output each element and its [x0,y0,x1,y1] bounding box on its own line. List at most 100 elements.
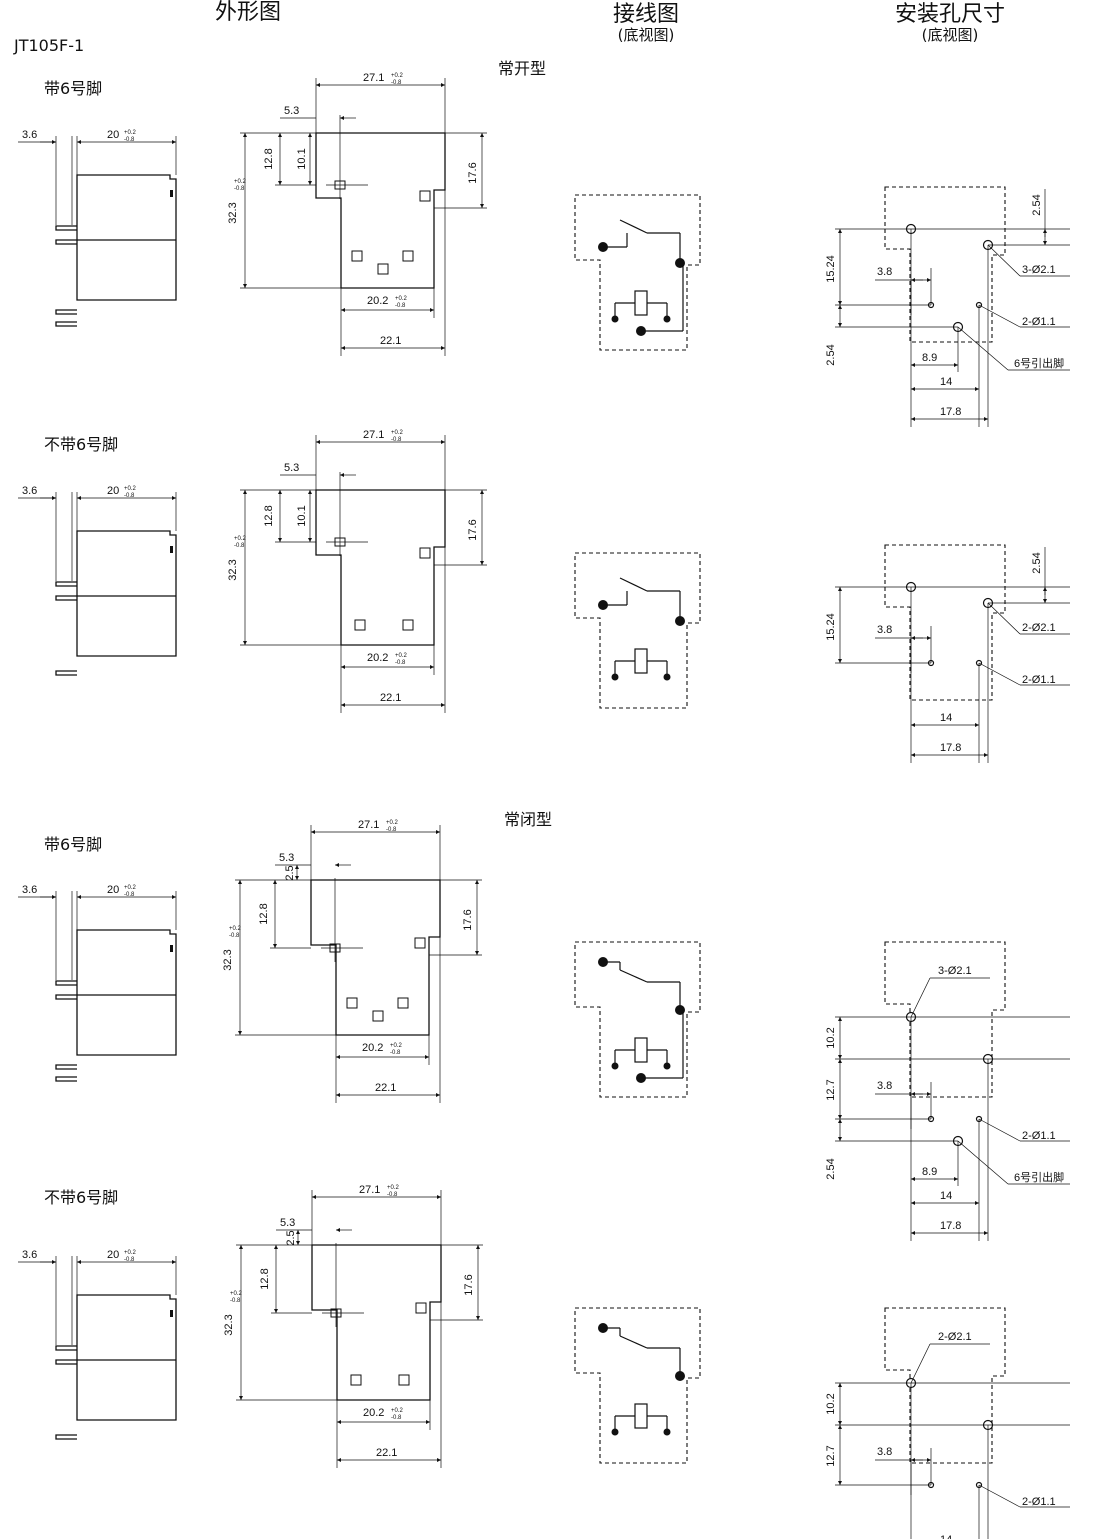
top-width-label: 27.1 [358,819,379,831]
dim-127-label: 12.7 [825,1445,837,1466]
leader [987,244,1021,277]
relay-outline-top [315,132,446,289]
pin-pad-square [346,997,358,1009]
tolerance-upper: +0.2 [234,536,247,542]
tolerance-upper: +0.2 [230,1291,243,1297]
dim-178-label: 17.8 [940,406,961,418]
dim-1524-label: 15.24 [825,255,837,283]
pin-side [55,581,77,587]
offset-label: 5.3 [280,1217,295,1229]
height-128-label: 12.8 [259,1268,271,1289]
dim-38-label: 3.8 [877,266,892,278]
pin-pad-square [402,619,414,631]
tolerance-upper: +0.2 [124,130,137,136]
contact-arm [619,1335,648,1349]
dim-38-label: 3.8 [877,624,892,636]
large-hole-callout: 2-Ø2.1 [938,1331,972,1343]
top-view-nc-without-pin6: 27.1+0.2-0.85.332.3+0.2-0.812.82.517.620… [223,1184,483,1468]
relay-body-side [76,929,177,1056]
tolerance-upper: +0.2 [386,820,399,826]
offset-label: 5.3 [284,462,299,474]
tolerance-upper: +0.2 [387,1185,400,1191]
pin-side [55,980,77,986]
height-label: 32.3 [223,1314,235,1335]
relay-outline-top [310,879,441,1036]
pin-side [55,321,77,327]
wiring-diagram-nc-without-pin6 [574,1307,701,1464]
pin-pad-square [372,1010,384,1022]
coil-terminal [611,315,619,323]
tolerance-upper: +0.2 [395,653,408,659]
pin-offset-label: 3.6 [22,884,37,896]
tolerance-lower: -0.8 [391,1415,402,1421]
large-hole-callout: 3-Ø2.1 [938,965,972,977]
wiring-subheader: (底视图) [618,26,675,44]
latch-mark [170,190,173,197]
coil-symbol [634,1037,648,1063]
pin-side [55,309,77,315]
dim-254-label: 2.54 [1031,552,1043,573]
side-width-label: 20 [107,1249,119,1261]
pin6-callout: 6号引出脚 [1014,356,1064,370]
mounting-header: 安装孔尺寸 [895,2,1005,27]
leader [957,1140,1009,1185]
latch-mark [170,546,173,553]
top-view-nc-with-pin6: 27.1+0.2-0.85.332.3+0.2-0.812.82.517.620… [222,819,482,1103]
dim-102-label: 10.2 [825,1027,837,1048]
pin-side [55,1359,77,1365]
pin-side [55,225,77,231]
common-terminal [675,1371,685,1381]
small-hole-callout: 2-Ø1.1 [1022,674,1056,686]
outline-header: 外形图 [215,0,281,25]
height-101-label: 10.1 [296,148,308,169]
small-hole-callout: 2-Ø1.1 [1022,1496,1056,1508]
height-label: 32.3 [227,559,239,580]
coil-terminal [611,1062,619,1070]
bottom-width-label: 20.2 [367,652,388,664]
offset-label: 5.3 [284,105,299,117]
height-label: 32.3 [227,202,239,223]
mounting-outline-dashed [884,1307,1006,1464]
dim-254-bottom-label: 2.54 [825,344,837,365]
leader [957,326,1009,371]
leader [978,304,1021,328]
pin-pad-square [351,250,363,262]
height-176-label: 17.6 [463,1274,475,1295]
tolerance-lower: -0.8 [395,660,406,666]
total-width-label: 22.1 [380,692,401,704]
nc-variant-without-pin6: 不带6号脚 [44,1188,118,1207]
height-176-label: 17.6 [462,909,474,930]
coil-terminal [663,1428,671,1436]
tolerance-lower: -0.8 [234,186,245,192]
side-width-label: 20 [107,129,119,141]
pin-side [55,1345,77,1351]
tolerance-lower: -0.8 [124,892,135,898]
pin-pad-square [415,1302,427,1314]
pin-pad-square [414,937,426,949]
pin-side [55,1076,77,1082]
large-hole-callout: 3-Ø2.1 [1022,264,1056,276]
tolerance-upper: +0.2 [391,430,404,436]
pin-pad-square [419,547,431,559]
coil-symbol [634,648,648,674]
dim-89-label: 8.9 [922,1166,937,1178]
no-variant-without-pin6: 不带6号脚 [44,435,118,454]
total-width-label: 22.1 [375,1082,396,1094]
relay-outline-top [311,1244,442,1401]
side-width-label: 20 [107,485,119,497]
normally-open-title: 常开型 [498,59,546,78]
wiring-diagram-nc-with-pin6 [574,941,701,1098]
normally-closed-title: 常闭型 [504,810,552,829]
dim-14-label: 14 [940,712,952,724]
tolerance-upper: +0.2 [229,926,242,932]
pin-pad-square [397,997,409,1009]
offset-label: 5.3 [279,852,294,864]
mounting-subheader: (底视图) [922,26,979,44]
tolerance-upper: +0.2 [124,486,137,492]
tolerance-lower: -0.8 [230,1298,241,1304]
